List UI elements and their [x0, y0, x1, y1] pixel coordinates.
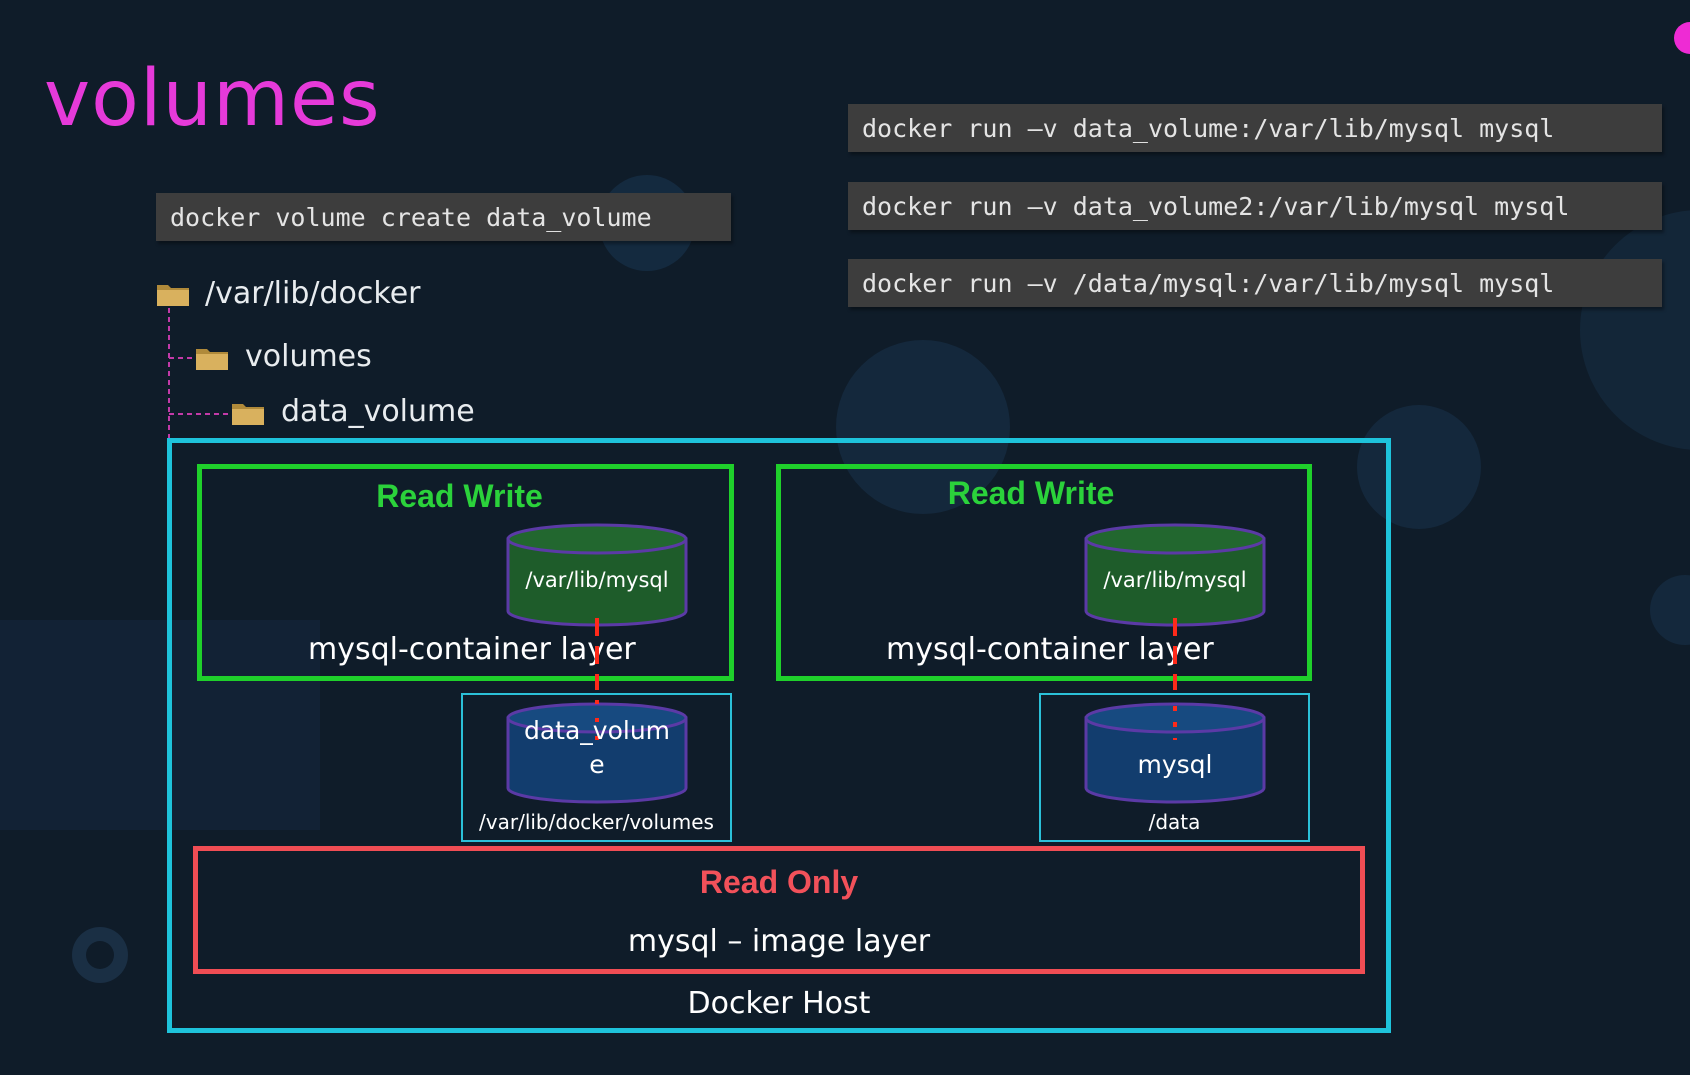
right-container-layer-box — [776, 464, 1312, 681]
tree-volumes-label: volumes — [245, 339, 372, 374]
left-volume-name-line1: data_volum — [523, 716, 671, 745]
left-read-write-title: Read Write — [376, 478, 543, 514]
folder-icon — [232, 404, 264, 425]
docker-run-command-2: docker run –v data_volume2:/var/lib/mysq… — [848, 182, 1662, 230]
right-mount-path-label: /var/lib/mysql — [1103, 568, 1247, 592]
right-read-write-title: Read Write — [947, 475, 1115, 511]
slide-title: volumes — [44, 54, 381, 144]
volume-create-command: docker volume create data_volume — [156, 193, 731, 241]
left-volume-box — [461, 693, 732, 842]
left-volume-location: /var/lib/docker/volumes — [479, 810, 714, 834]
tree-root-label: /var/lib/docker — [205, 276, 421, 311]
image-layer-label: mysql – image layer — [627, 924, 931, 959]
docker-host-box — [167, 438, 1391, 1033]
folder-icon — [157, 285, 189, 306]
image-layer-box — [193, 846, 1365, 974]
left-mount-path-label: /var/lib/mysql — [525, 568, 669, 592]
right-volume-box — [1039, 693, 1310, 842]
right-container-layer-label: mysql-container layer — [886, 632, 1214, 667]
tree-data-volume-label: data_volume — [281, 394, 475, 429]
left-container-layer-label: mysql-container layer — [308, 632, 636, 667]
right-volume-location: /data — [1148, 810, 1201, 834]
left-volume-name-line2: e — [589, 750, 605, 779]
folder-icon — [196, 349, 228, 370]
docker-host-label: Docker Host — [687, 986, 871, 1021]
docker-run-command-3: docker run –v /data/mysql:/var/lib/mysql… — [848, 259, 1662, 307]
right-volume-name: mysql — [1137, 750, 1213, 779]
read-only-title: Read Only — [699, 864, 859, 900]
docker-run-command-1: docker run –v data_volume:/var/lib/mysql… — [848, 104, 1662, 152]
left-container-layer-box — [197, 464, 734, 681]
